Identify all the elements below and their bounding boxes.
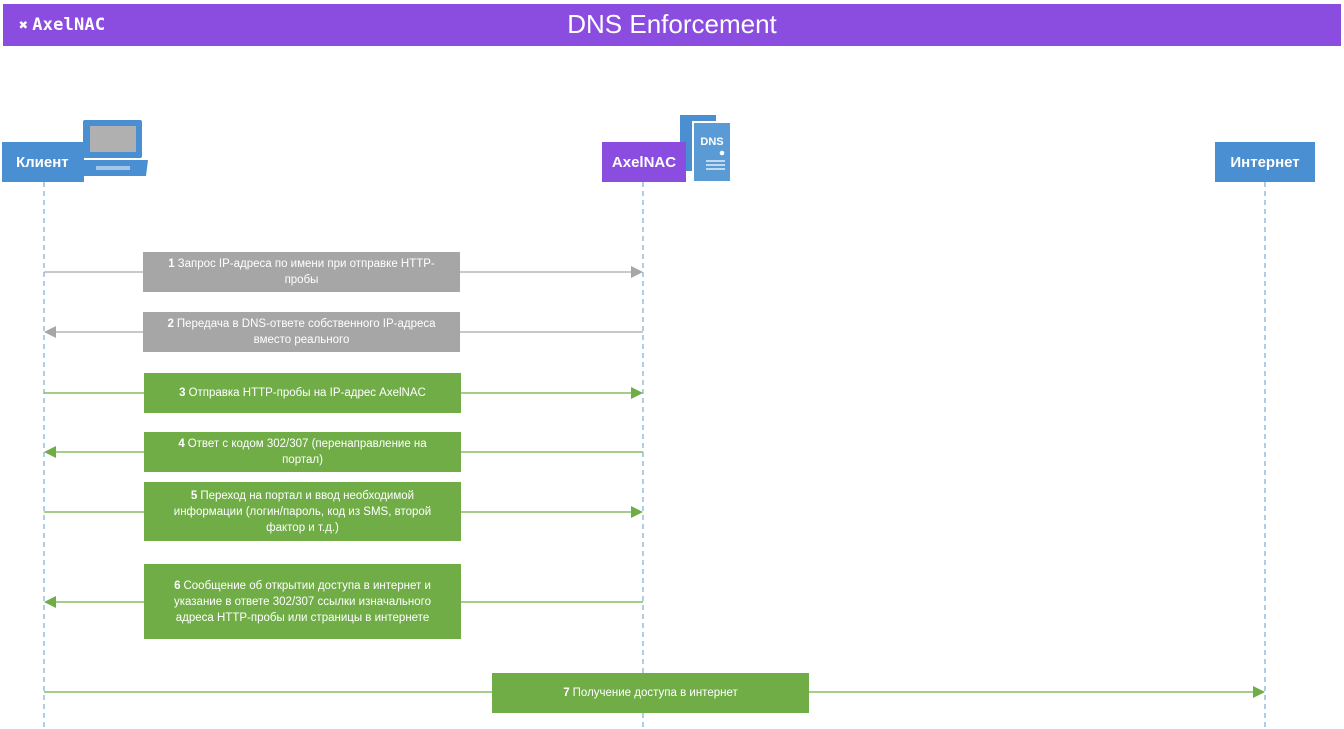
logo-text: AxelNAC: [32, 15, 106, 35]
message-5-number: 5: [190, 489, 198, 502]
message-3-number: 3: [179, 387, 186, 399]
message-1-text: Запрос IP-адреса по имени при отправке H…: [177, 258, 435, 286]
message-4-text: Ответ с кодом 302/307 (перенаправление н…: [187, 438, 427, 466]
message-3-text: Отправка HTTP-пробы на IP-адрес AxelNAC: [188, 387, 426, 399]
message-2-number: 2: [167, 318, 174, 330]
actor-internet-label: Интернет: [1230, 153, 1300, 171]
page-title: DNS Enforcement: [567, 9, 777, 39]
message-4-number: 4: [178, 438, 185, 450]
dns-icon-label: DNS: [700, 136, 723, 148]
axelnac-logo-icon: ✖: [19, 16, 29, 34]
dns-server-icon: DNS: [680, 115, 732, 183]
header-bar: ✖ AxelNAC DNS Enforcement: [3, 4, 1341, 46]
message-6-text: Сообщение об открытии доступа в интернет…: [173, 579, 432, 624]
actor-axelnac: AxelNAC: [602, 142, 686, 182]
actor-client-label: Клиент: [16, 153, 69, 171]
message-5-text: Переход на портал и ввод необходимой инф…: [173, 489, 432, 534]
actor-axelnac-label: AxelNAC: [611, 153, 677, 171]
message-7-number: 7: [563, 687, 570, 699]
actor-internet: Интернет: [1215, 142, 1315, 182]
axelnac-logo: ✖ AxelNAC: [19, 15, 105, 35]
message-1-number: 1: [168, 258, 175, 270]
message-7-text: Получение доступа в интернет: [572, 687, 738, 699]
laptop-icon: [77, 120, 148, 176]
message-6-number: 6: [174, 579, 181, 592]
message-2-text: Передача в DNS-ответе собственного IP-ад…: [176, 318, 436, 346]
actor-client: Клиент: [2, 142, 84, 182]
